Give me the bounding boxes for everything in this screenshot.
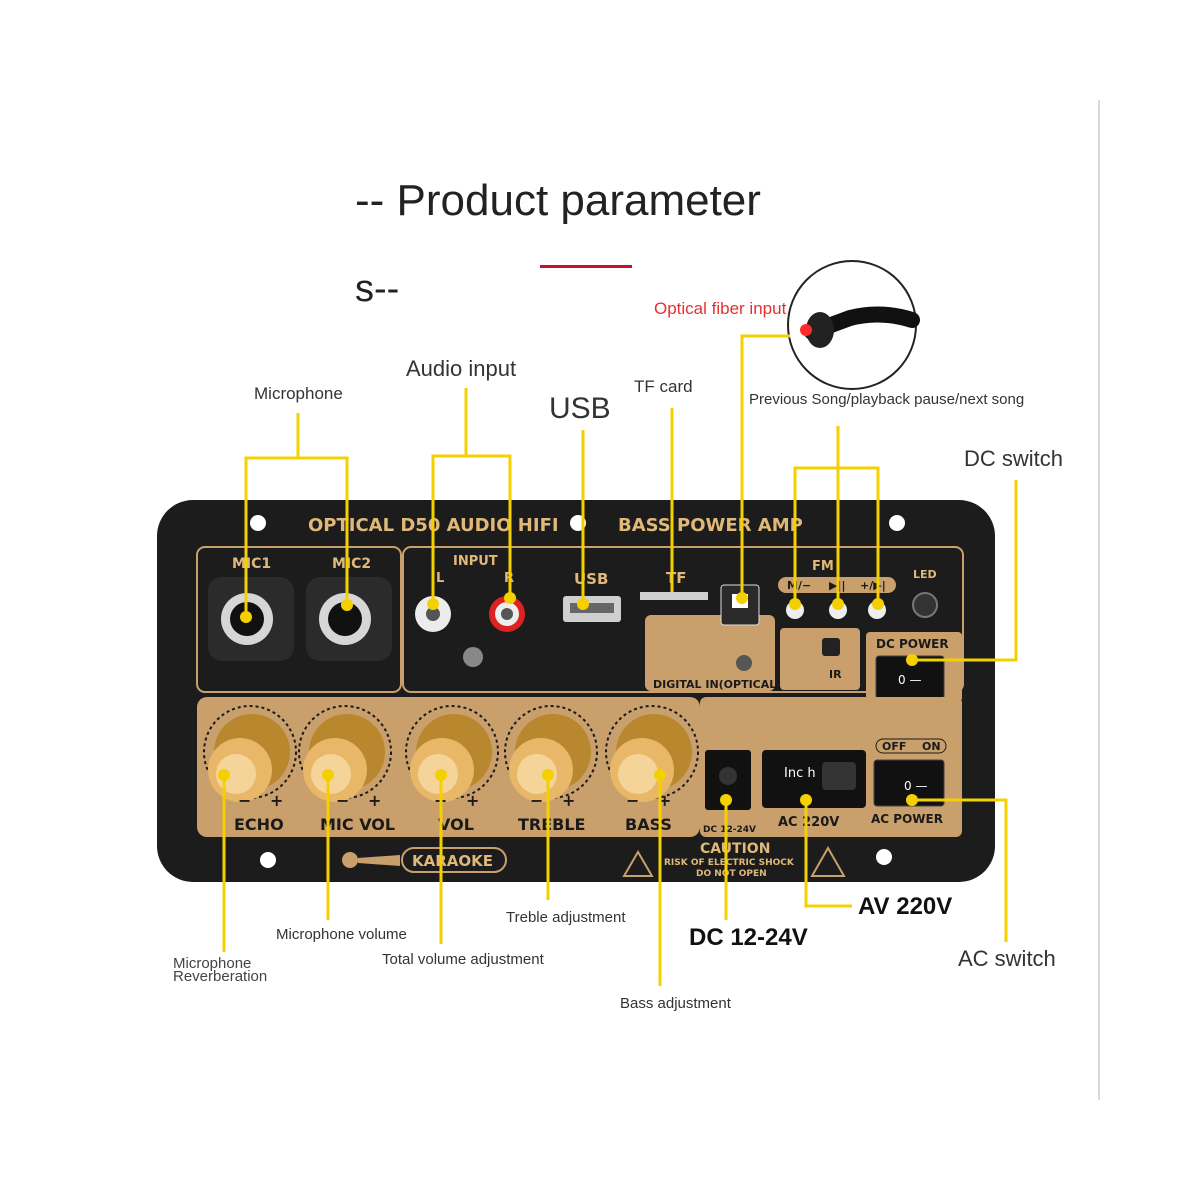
dc-switch-callout: DC switch (964, 446, 1064, 471)
tf-panel-label: TF (666, 569, 686, 587)
on-label-2: ON (922, 740, 941, 753)
karaoke-label: KARAOKE (412, 852, 493, 870)
mic1-label: MIC1 (232, 556, 271, 572)
screw (463, 647, 483, 667)
mic-vol-knob (298, 705, 392, 802)
fm-label: FM (812, 559, 834, 574)
tf-card-callout: TF card (634, 377, 693, 396)
risk-label: RISK OF ELECTRIC SHOCK (664, 858, 795, 868)
right-divider (1098, 100, 1100, 1100)
vol-plus: + (466, 791, 479, 810)
echo-label: ECHO (234, 815, 284, 834)
ac-power-switch (873, 759, 945, 807)
echo-knob (203, 705, 297, 802)
mic-section (196, 546, 402, 693)
optical-section (645, 615, 775, 691)
off-on-label-2 (875, 738, 947, 754)
echo-plus: + (270, 791, 283, 810)
mic-vol-label: MIC VOL (320, 815, 395, 834)
treble-knob (504, 705, 598, 802)
prev-play-next-callout: Previous Song/playback pause/next song (749, 391, 1025, 408)
ac-power-label: AC POWER (871, 812, 943, 826)
karaoke-badge (401, 847, 507, 873)
inch-label: Inc h (784, 766, 816, 781)
mount-hole-bl (260, 852, 276, 868)
vol-label: VOL (438, 815, 474, 834)
dc-power-label: DC POWER (876, 637, 949, 651)
mount-hole-tl (250, 515, 266, 531)
dc-jack-label: DC 12-24V (703, 825, 756, 835)
audio-input-callout: Audio input (406, 356, 517, 381)
input-l-label: L (436, 571, 444, 586)
callout-lines (222, 334, 1018, 986)
off-label-2: OFF (882, 740, 906, 753)
panel-header-right: BASS POWER AMP (618, 515, 803, 536)
treble-plus: + (562, 791, 575, 810)
caution-label: CAUTION (700, 841, 770, 857)
microphone-callout: Microphone (254, 384, 343, 403)
total-volume-callout: Total volume adjustment (382, 951, 544, 968)
input-label: INPUT (453, 554, 498, 569)
treble-label: TREBLE (518, 815, 585, 834)
optical-screw (736, 655, 752, 671)
optical-cable (804, 306, 920, 340)
input-section (402, 546, 964, 693)
svg-text:0 —: 0 — (898, 673, 921, 687)
mic-reverb-line2: Reverberation (173, 968, 268, 985)
mic-vol-minus: − (336, 791, 349, 810)
bass-knob (605, 705, 699, 802)
karaoke-mic-icon (342, 852, 358, 868)
mount-hole-tr (889, 515, 905, 531)
optical-fiber-callout: Optical fiber input (654, 299, 787, 318)
ir-section (780, 628, 860, 690)
led-label: LED (913, 568, 937, 581)
mic-reverb-callout: Microphone Reverberation (173, 955, 268, 985)
warning-icon-left (622, 850, 654, 877)
led-indicator (912, 592, 938, 618)
mic2-label: MIC2 (332, 556, 371, 572)
title-accent-line (540, 265, 632, 268)
dc-voltage-callout: DC 12-24V (689, 924, 808, 951)
mic-vol-plus: + (368, 791, 381, 810)
ac-jack-label: AC 220V (778, 815, 839, 830)
warning-icon-right (810, 845, 846, 877)
usb-panel-label: USB (574, 570, 608, 588)
page-title: -- Product parameter (355, 176, 761, 225)
prev-button-label: M/− (787, 579, 811, 592)
next-button-label: +/▶| (860, 579, 886, 592)
ac-switch-callout: AC switch (958, 946, 1056, 971)
mic-reverb-line1: Microphone (173, 955, 252, 972)
page-subtitle: s-- (355, 268, 400, 310)
callout-dots (218, 592, 918, 806)
bass-label: BASS (625, 815, 672, 834)
usb-callout: USB (549, 392, 611, 425)
treble-callout: Treble adjustment (506, 909, 626, 926)
optical-red-light (800, 324, 812, 336)
echo-minus: − (238, 791, 251, 810)
bass-minus: − (626, 791, 639, 810)
av-voltage-callout: AV 220V (858, 893, 953, 920)
ir-label: IR (829, 668, 842, 681)
ir-receiver (822, 638, 840, 656)
bass-callout: Bass adjustment (620, 995, 731, 1012)
svg-text:0 —: 0 — (904, 779, 927, 793)
mount-hole-br (876, 849, 892, 865)
treble-minus: − (530, 791, 543, 810)
digital-in-label: DIGITAL IN(OPTICAL) (653, 678, 781, 691)
do-not-open-label: DO NOT OPEN (696, 869, 767, 879)
mic-volume-callout: Microphone volume (276, 926, 407, 943)
tf-slot (640, 592, 708, 600)
